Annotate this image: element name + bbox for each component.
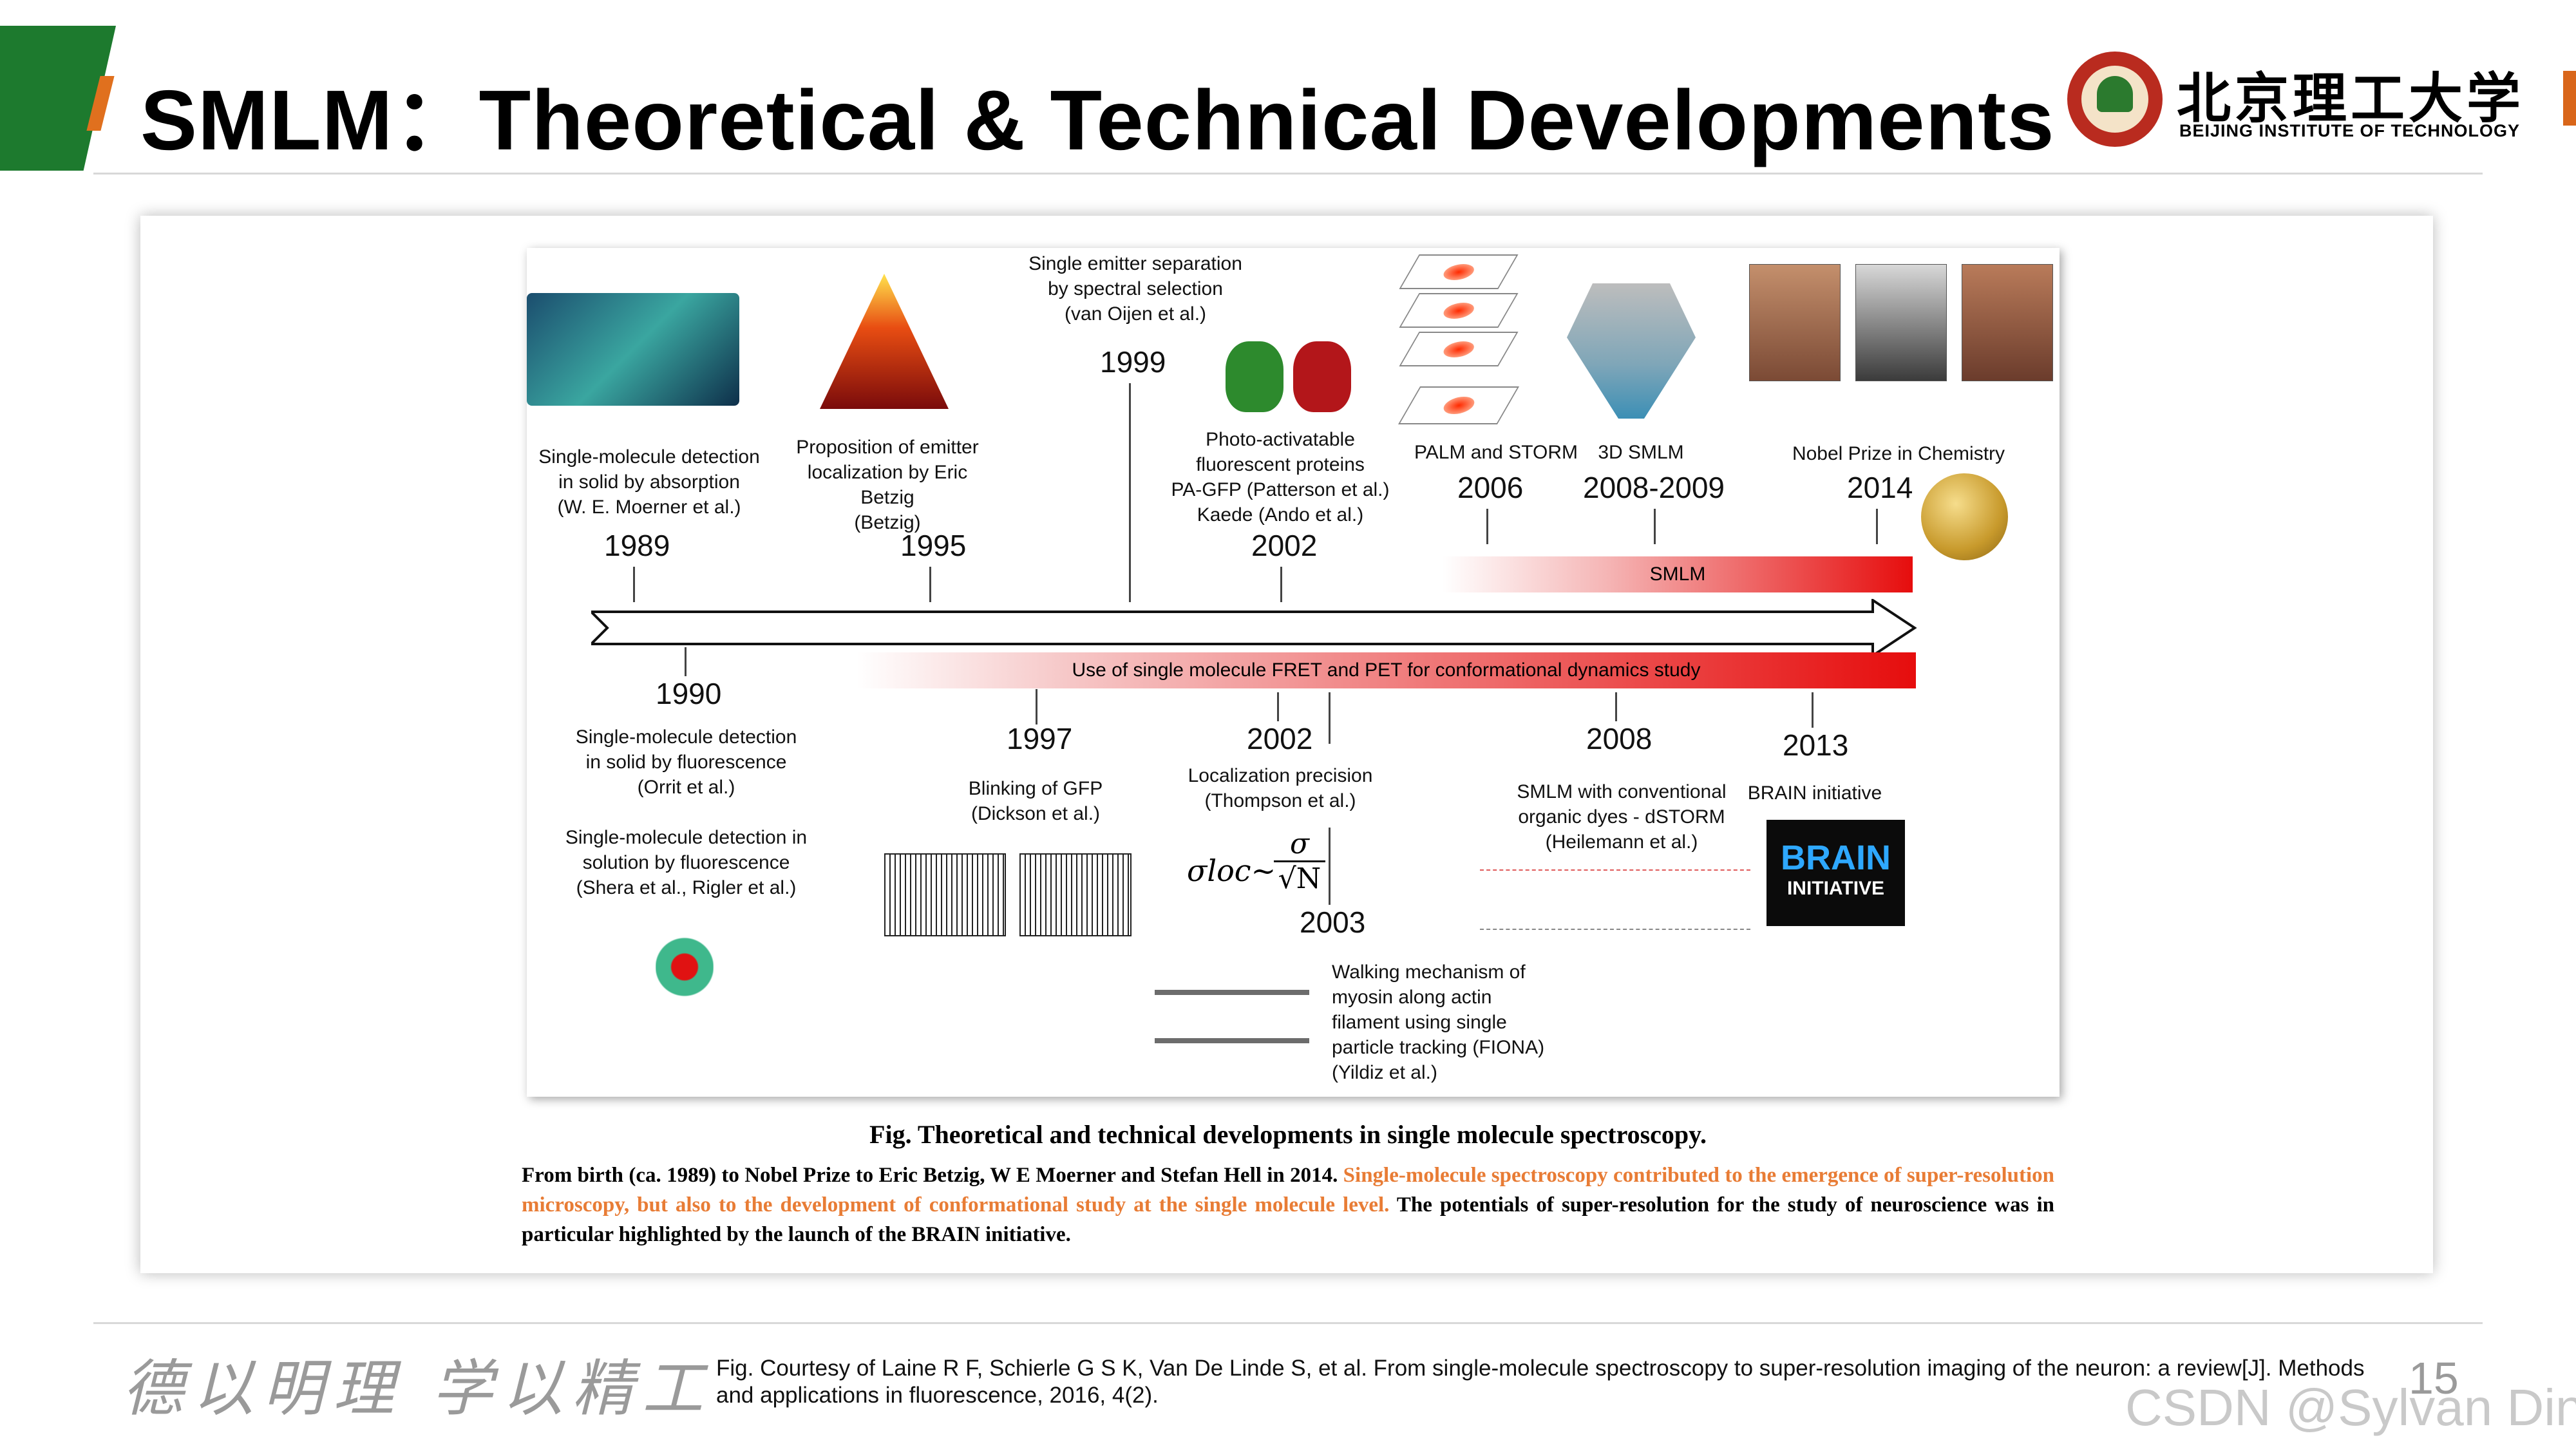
myosin-actin-diagram xyxy=(1155,956,1309,1085)
event-year: 1989 xyxy=(604,529,670,562)
formula-fraction: σ √N xyxy=(1274,828,1325,895)
formula-lhs: σloc~ xyxy=(1187,853,1276,888)
brain-logo-text: BRAIN xyxy=(1781,838,1891,877)
formula-denominator: √N xyxy=(1274,860,1325,895)
red-protein-image xyxy=(1293,341,1351,412)
event-label: SMLM with conventional organic dyes - dS… xyxy=(1517,781,1727,853)
blinking-trace-right xyxy=(1019,853,1132,936)
event-label: BRAIN initiative xyxy=(1747,782,1882,804)
event-year: 1990 xyxy=(656,677,722,710)
timeline-tick xyxy=(1329,828,1331,905)
event-year: 2003 xyxy=(1300,905,1366,939)
event-label: Localization precision (Thompson et al.) xyxy=(1188,765,1373,811)
image-plane xyxy=(1399,293,1519,328)
event-label: Walking mechanism of myosin along actin … xyxy=(1332,961,1545,1083)
event-label: PALM and STORM xyxy=(1414,442,1578,463)
school-motto: 德以明理 学以精工 xyxy=(122,1354,713,1425)
description-part-1: From birth (ca. 1989) to Nobel Prize to … xyxy=(522,1164,1343,1187)
laureate-photo-hell xyxy=(1855,264,1947,381)
event-year: 2008 xyxy=(1586,722,1653,755)
timeline-tick xyxy=(633,567,635,602)
event-year: 2013 xyxy=(1783,728,1849,762)
focal-spot-image xyxy=(656,918,714,1027)
timeline-tick xyxy=(1615,692,1617,721)
watermark: CSDN @Sylvan Ding xyxy=(2125,1379,2576,1436)
event-year: 2002 xyxy=(1247,722,1313,755)
description-highlight: Single-molecule spectroscopy contributed… xyxy=(522,1164,2054,1217)
event-year: 1997 xyxy=(1007,722,1073,755)
university-logo: 北京理工大学 BEIJING INSTITUTE OF TECHNOLOGY xyxy=(2067,52,2521,148)
laureate-photo-betzig xyxy=(1749,264,1841,381)
event-year: 1995 xyxy=(900,529,967,562)
event-year: 2014 xyxy=(1847,471,1913,504)
event-label: Single-molecule detection in solid by ab… xyxy=(538,446,760,518)
timeline-arrow xyxy=(591,599,1917,657)
event-label: 3D SMLM xyxy=(1598,442,1684,463)
page-title: SMLM：Theoretical & Technical Development… xyxy=(140,73,2055,167)
image-plane xyxy=(1397,386,1520,424)
fret-pet-bar: Use of single molecule FRET and PET for … xyxy=(857,652,1916,688)
timeline-tick xyxy=(1129,383,1131,602)
university-name-cn: 北京理工大学 xyxy=(2177,66,2525,130)
formula-numerator: σ xyxy=(1289,828,1310,860)
figure-description: From birth (ca. 1989) to Nobel Prize to … xyxy=(522,1160,2054,1249)
timeline-tick xyxy=(1280,567,1282,602)
green-protein-image xyxy=(1226,341,1283,412)
event-label: Proposition of emitter localization by E… xyxy=(796,437,979,533)
image-plane xyxy=(1399,254,1519,289)
timeline-tick xyxy=(1277,692,1279,721)
nobel-medal-icon xyxy=(1921,473,2008,560)
brain-logo-subtext: INITIATIVE xyxy=(1786,878,1885,899)
page-number: 15 xyxy=(2409,1353,2459,1403)
figure-reference: Fig. Courtesy of Laine R F, Schierle G S… xyxy=(716,1356,2365,1408)
timeline-tick xyxy=(929,567,931,602)
university-name-en: BEIJING INSTITUTE OF TECHNOLOGY xyxy=(2179,121,2521,140)
event-year: 2006 xyxy=(1457,471,1524,504)
timeline-tick xyxy=(1876,509,1878,544)
event-label: Blinking of GFP (Dickson et al.) xyxy=(968,778,1103,824)
localization-formula: σloc~ xyxy=(1187,853,1276,888)
event-label: Photo-activatable fluorescent proteins P… xyxy=(1171,429,1390,526)
timeline-tick xyxy=(1654,509,1656,544)
emitter-peak-image xyxy=(820,274,949,409)
timeline-tick xyxy=(685,647,687,676)
absorption-surface-image xyxy=(527,293,739,406)
footer-divider xyxy=(93,1322,2483,1324)
smlm-bar: SMLM xyxy=(1443,556,1913,592)
header-orange-tab xyxy=(2563,71,2576,126)
event-year: 2002 xyxy=(1251,529,1318,562)
3d-microscope-diagram xyxy=(1567,283,1696,419)
timeline-tick xyxy=(1486,509,1488,544)
timeline-figure: SMLM Use of single molecule FRET and PET… xyxy=(527,248,2060,1097)
description-part-2: The potentials of super-resolution for t… xyxy=(522,1193,2054,1246)
image-plane xyxy=(1399,332,1519,366)
university-seal-icon xyxy=(2067,52,2163,147)
timeline-tick xyxy=(1812,692,1814,728)
dye-switching-diagram xyxy=(1480,869,1750,930)
laureate-photo-moerner xyxy=(1962,264,2053,381)
header-divider xyxy=(93,173,2483,175)
event-year: 1999 xyxy=(1100,345,1166,379)
event-label: Single-molecule detection in solid by fl… xyxy=(565,726,808,898)
timeline-tick xyxy=(1329,692,1331,744)
event-label: Single emitter separation by spectral se… xyxy=(1028,253,1242,325)
event-year: 2008-2009 xyxy=(1583,471,1725,504)
timeline-tick xyxy=(1036,689,1037,724)
event-label: Nobel Prize in Chemistry xyxy=(1792,443,2005,464)
brain-initiative-logo: BRAIN INITIATIVE xyxy=(1766,820,1905,926)
blinking-trace-left xyxy=(884,853,1006,936)
figure-caption: Fig. Theoretical and technical developme… xyxy=(869,1120,1707,1149)
